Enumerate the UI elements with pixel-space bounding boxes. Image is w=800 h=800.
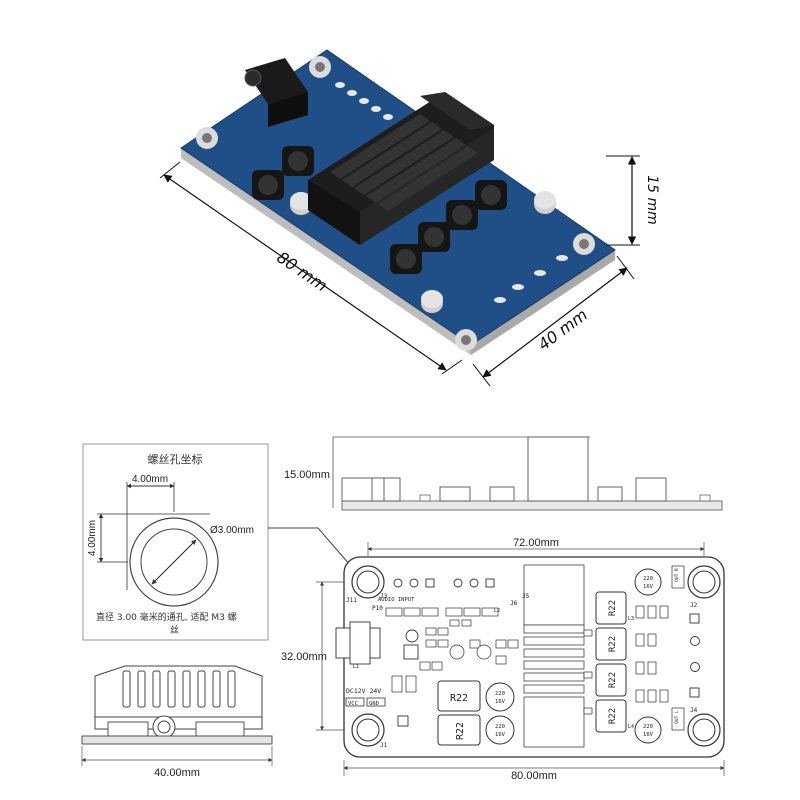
end-view: 40.00mm xyxy=(81,665,273,779)
silk-l4: L4 xyxy=(628,724,634,730)
silk-l1: L1 xyxy=(353,664,359,670)
cap3-voltage: 16V xyxy=(643,584,654,590)
top-inductor-l4: R22 xyxy=(595,627,627,661)
board-3d-render xyxy=(180,49,616,355)
hole-spacing-y: 4.00mm xyxy=(87,520,98,556)
top-hole-bl xyxy=(351,713,385,747)
mounting-hole-bottom xyxy=(455,329,477,351)
capacitor-2 xyxy=(534,191,556,214)
top-inductor-l1: R22 xyxy=(437,680,481,712)
audio-jack xyxy=(244,58,308,127)
side-view: 15.00mm xyxy=(284,436,723,511)
top-hole-br xyxy=(687,713,721,747)
top-cap-2: 220 16V xyxy=(485,715,515,745)
mounting-hole-left xyxy=(196,127,218,149)
silk-j6: J6 xyxy=(510,600,518,607)
hole-outer-ring xyxy=(129,517,219,607)
inductor-l2-value: R22 xyxy=(455,722,466,740)
pin-pads-top xyxy=(335,82,393,120)
hole-span-x-label: 72.00mm xyxy=(513,537,559,549)
top-out-label-l: OUT L xyxy=(671,707,685,731)
hole-diameter: Ø3.00mm xyxy=(210,525,254,536)
length-dimension-label: 80 mm xyxy=(273,248,330,296)
hole-span-y-label: 32.00mm xyxy=(281,651,327,663)
top-inductor-l6: R22 xyxy=(595,699,627,733)
inductor-l1-value: R22 xyxy=(450,693,468,704)
top-out-label-r: OUT R xyxy=(671,565,685,589)
height-dimension-label: 15 mm xyxy=(644,175,660,225)
inductor-3 xyxy=(475,180,507,210)
silk-j11: J11 xyxy=(346,597,357,604)
dimension-height-3d: 15 mm xyxy=(606,155,660,246)
cap4-value: 220 xyxy=(643,724,653,730)
inductor-l3-value: R22 xyxy=(608,600,618,616)
board-length-label: 80.00mm xyxy=(511,770,557,782)
silk-j5: J5 xyxy=(522,593,530,600)
silk-audio-input: AUDIO INPUT xyxy=(378,597,415,603)
mounting-hole-top xyxy=(309,56,331,78)
hole-detail-title: 螺丝孔坐标 xyxy=(148,452,203,466)
top-audio-jack xyxy=(335,621,419,665)
silk-j3: J3 xyxy=(380,593,388,600)
inductor-l4-value: R22 xyxy=(608,636,618,652)
top-passives-left xyxy=(391,619,519,693)
cap2-voltage: 16V xyxy=(495,732,506,738)
silk-j1: J1 xyxy=(380,742,388,749)
top-inductor-l3: R22 xyxy=(595,591,627,625)
side-height-label: 15.00mm xyxy=(284,469,330,481)
hole-inner-ring xyxy=(140,528,208,596)
inductor-1 xyxy=(282,146,314,176)
hole-note-line1: 直径 3.00 毫米的通孔, 适配 M3 螺 xyxy=(96,611,237,623)
inductor-l6-value: R22 xyxy=(608,708,618,724)
top-inductor-l5: R22 xyxy=(595,663,627,697)
silk-out-l: OUT L xyxy=(674,710,680,724)
inductor-5 xyxy=(418,222,450,252)
silk-p10: P10 xyxy=(372,605,383,612)
detail-leader-line xyxy=(268,527,351,566)
inductor-2 xyxy=(252,170,284,200)
hole-spacing-x: 4.00mm xyxy=(132,474,168,485)
capacitor-3 xyxy=(421,290,443,313)
width-dimension-label: 40 mm xyxy=(534,305,591,354)
top-output-pads xyxy=(689,613,700,698)
silk-l2: L2 xyxy=(494,608,500,614)
silk-j2: J2 xyxy=(690,602,698,609)
inductor-6 xyxy=(390,244,422,274)
cap1-value: 220 xyxy=(495,691,505,697)
hole-detail-box: 螺丝孔坐标 4.00mm 4.00mm Ø3.00mm 直径 3.00 毫米的通… xyxy=(82,443,269,641)
top-hole-tl xyxy=(351,565,385,599)
top-header-pads xyxy=(393,578,495,588)
silk-vcc: VCC xyxy=(348,701,358,707)
cap3-value: 220 xyxy=(643,576,653,582)
silk-out-r: OUT R xyxy=(674,568,680,582)
top-label-boxes xyxy=(385,607,499,617)
hole-note-line2: 丝 xyxy=(170,624,179,636)
silk-j4: J4 xyxy=(690,707,698,714)
top-heatsink xyxy=(523,564,585,748)
top-hole-tr xyxy=(687,565,721,599)
silk-dc-supply: DC12V 24V xyxy=(346,687,381,695)
inductor-l5-value: R22 xyxy=(608,672,618,688)
cap4-voltage: 16V xyxy=(643,732,654,738)
silk-l3: L3 xyxy=(628,616,634,622)
silk-gnd: GND xyxy=(369,701,379,707)
cap1-voltage: 16V xyxy=(495,699,506,705)
top-view: 72.00mm 32.00mm 80.00mm xyxy=(281,537,725,782)
top-cap-1: 220 16V xyxy=(485,682,515,712)
cap2-value: 220 xyxy=(495,724,505,730)
top-passives-right xyxy=(583,605,669,715)
inductor-4 xyxy=(446,200,478,230)
top-cap-3: 220 16V xyxy=(634,568,662,596)
mounting-hole-right xyxy=(573,233,595,255)
end-width-label: 40.00mm xyxy=(154,767,200,779)
top-inductor-l2: R22 xyxy=(437,714,481,746)
top-cap-4: 220 16V xyxy=(634,716,662,744)
